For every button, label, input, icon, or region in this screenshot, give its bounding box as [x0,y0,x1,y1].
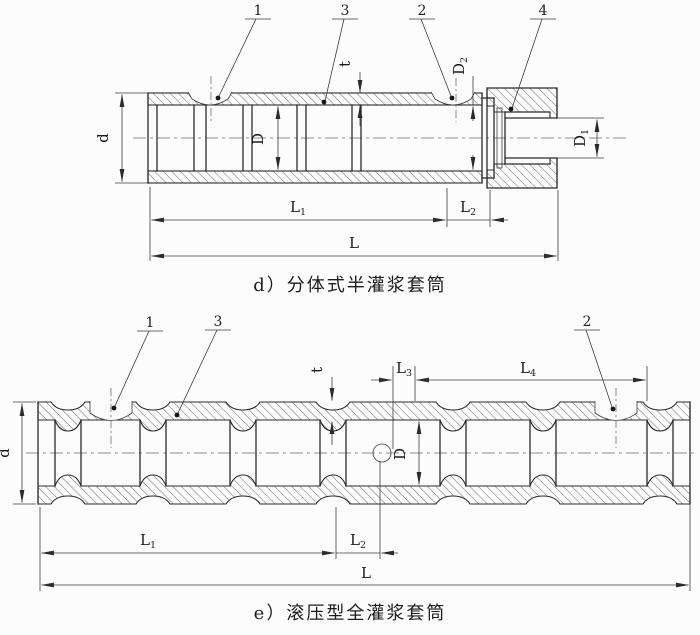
dim-label-L3: L3 [396,359,412,379]
dim-label-L: L [349,234,359,252]
dim-L2: L2 [447,198,508,223]
dim-label-L: L [361,564,371,582]
dim-D: D [249,105,281,171]
dim-label-d: d [0,448,13,458]
part-label-2: 2 [418,3,427,19]
dim-L: L [150,234,558,259]
figure-d-drawing: 1 3 2 4 [94,3,630,261]
part-label-3: 3 [214,314,223,330]
dim-label-D1: D1 [571,129,591,147]
part-label-1: 1 [146,315,155,331]
dim-D1: D1 [557,117,604,159]
grout-hole [187,76,233,122]
grout-hole [89,388,133,448]
part-leader-2: 2 [574,314,616,412]
dim-d: d [94,92,148,184]
part-label-2: 2 [583,314,592,330]
part-label-4: 4 [539,3,548,19]
part-leader-1: 1 [215,3,271,101]
length-dims: L1 L2 L [39,461,691,591]
figure-d-caption: d）分体式半灌浆套筒 [253,275,447,296]
dim-label-D: D [249,133,267,145]
inner-ribs [54,419,674,487]
part-leaders: 1 3 2 4 [215,3,556,112]
inner-ribs [193,104,362,172]
part-leader-3: 3 [321,3,358,105]
dim-d: d [0,401,36,505]
dim-L4: L4 [415,359,648,401]
figure-e-caption: e）滚压型全灌浆套筒 [253,603,447,624]
dim-label-L2: L2 [460,198,476,218]
dim-label-d: d [94,133,112,143]
dim-L1: L1 [40,531,336,556]
dim-L1: L1 [150,198,447,223]
dim-L3: L3 [371,359,416,449]
part-leader-2: 2 [409,3,455,101]
vent-hole [594,388,638,448]
dim-label-t: t [336,61,354,67]
threaded-insert [504,111,558,165]
part-label-1: 1 [254,3,263,19]
dim-label-L1: L1 [290,198,306,218]
part-label-3: 3 [341,3,350,19]
dim-label-L2: L2 [350,531,366,551]
dim-L: L [40,564,690,588]
dim-label-t: t [308,367,326,373]
dim-label-L1: L1 [140,531,156,551]
part-leader-3: 3 [174,314,231,418]
seal-washer [496,107,503,169]
sleeve-body [147,92,495,184]
dim-t: t [308,367,335,445]
dim-D: D [391,420,422,486]
dim-t: t [336,61,363,126]
end-cap [486,87,558,189]
dim-D2: D2 [450,57,476,171]
dim-label-L4: L4 [520,359,536,379]
part-leader-4: 4 [508,3,556,112]
dim-L2: L2 [336,531,398,556]
dim-label-D: D [391,448,409,460]
dim-label-D2: D2 [450,57,470,75]
center-stop-hole [372,443,392,463]
figure-e-drawing: 1 3 2 d [0,314,698,591]
part-leader-1: 1 [111,315,163,411]
rolled-tube-body [37,401,691,505]
part-leaders: 1 3 2 [111,314,616,418]
length-dims: L1 L2 L [149,187,559,261]
